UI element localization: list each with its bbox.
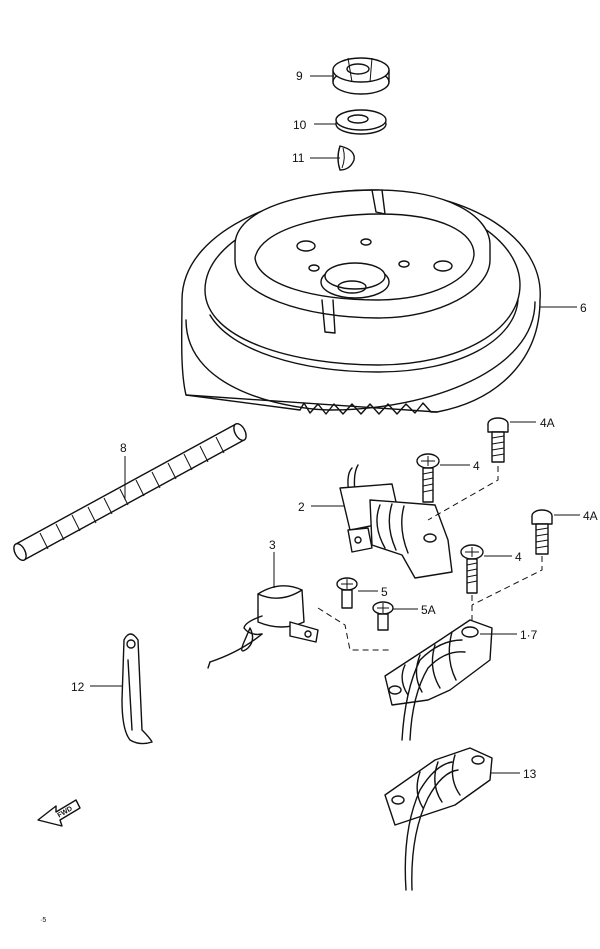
charge-coil: [384, 747, 493, 891]
washer: [335, 109, 387, 135]
callout-12: 12: [71, 680, 85, 694]
callout-3: 3: [269, 538, 276, 552]
assembly-lines: [317, 466, 543, 651]
screw-5a: [372, 601, 394, 631]
callout-4-lower: 4: [515, 550, 522, 564]
nut: [332, 57, 390, 95]
callout-10: 10: [293, 118, 307, 132]
callout-1-7: 1·7: [520, 628, 538, 642]
callout-labels: 9 10 11 6 4A 4 4A 4 8 2 3 5 5A 1·7 12 13…: [40, 69, 598, 924]
callout-6: 6: [580, 301, 587, 315]
screw-4-upper: [416, 453, 440, 503]
screw-5: [336, 577, 358, 609]
screw-4a-lower: [531, 509, 553, 555]
flywheel: [180, 189, 541, 415]
callout-4a-upper: 4A: [540, 416, 555, 430]
callout-2: 2: [298, 500, 305, 514]
callout-4-upper: 4: [473, 459, 480, 473]
callout-5a: 5A: [421, 603, 436, 617]
screw-4a-upper: [487, 417, 509, 463]
callout-4a-lower: 4A: [583, 509, 598, 523]
pulser-coil: [339, 464, 453, 579]
stator-coil: [384, 619, 493, 741]
corner-mark: ·5: [40, 917, 46, 924]
key: [337, 145, 355, 171]
fwd-arrow-icon: FWD: [37, 799, 81, 827]
callout-13: 13: [523, 767, 537, 781]
callout-5: 5: [381, 585, 388, 599]
callout-8: 8: [120, 441, 127, 455]
callout-9: 9: [296, 69, 303, 83]
screw-4-lower: [460, 544, 484, 594]
callout-11: 11: [292, 151, 305, 165]
leader-lines: [90, 75, 580, 774]
clamp: [121, 633, 153, 745]
condenser: [207, 585, 319, 669]
spiral-tube: [13, 423, 247, 561]
